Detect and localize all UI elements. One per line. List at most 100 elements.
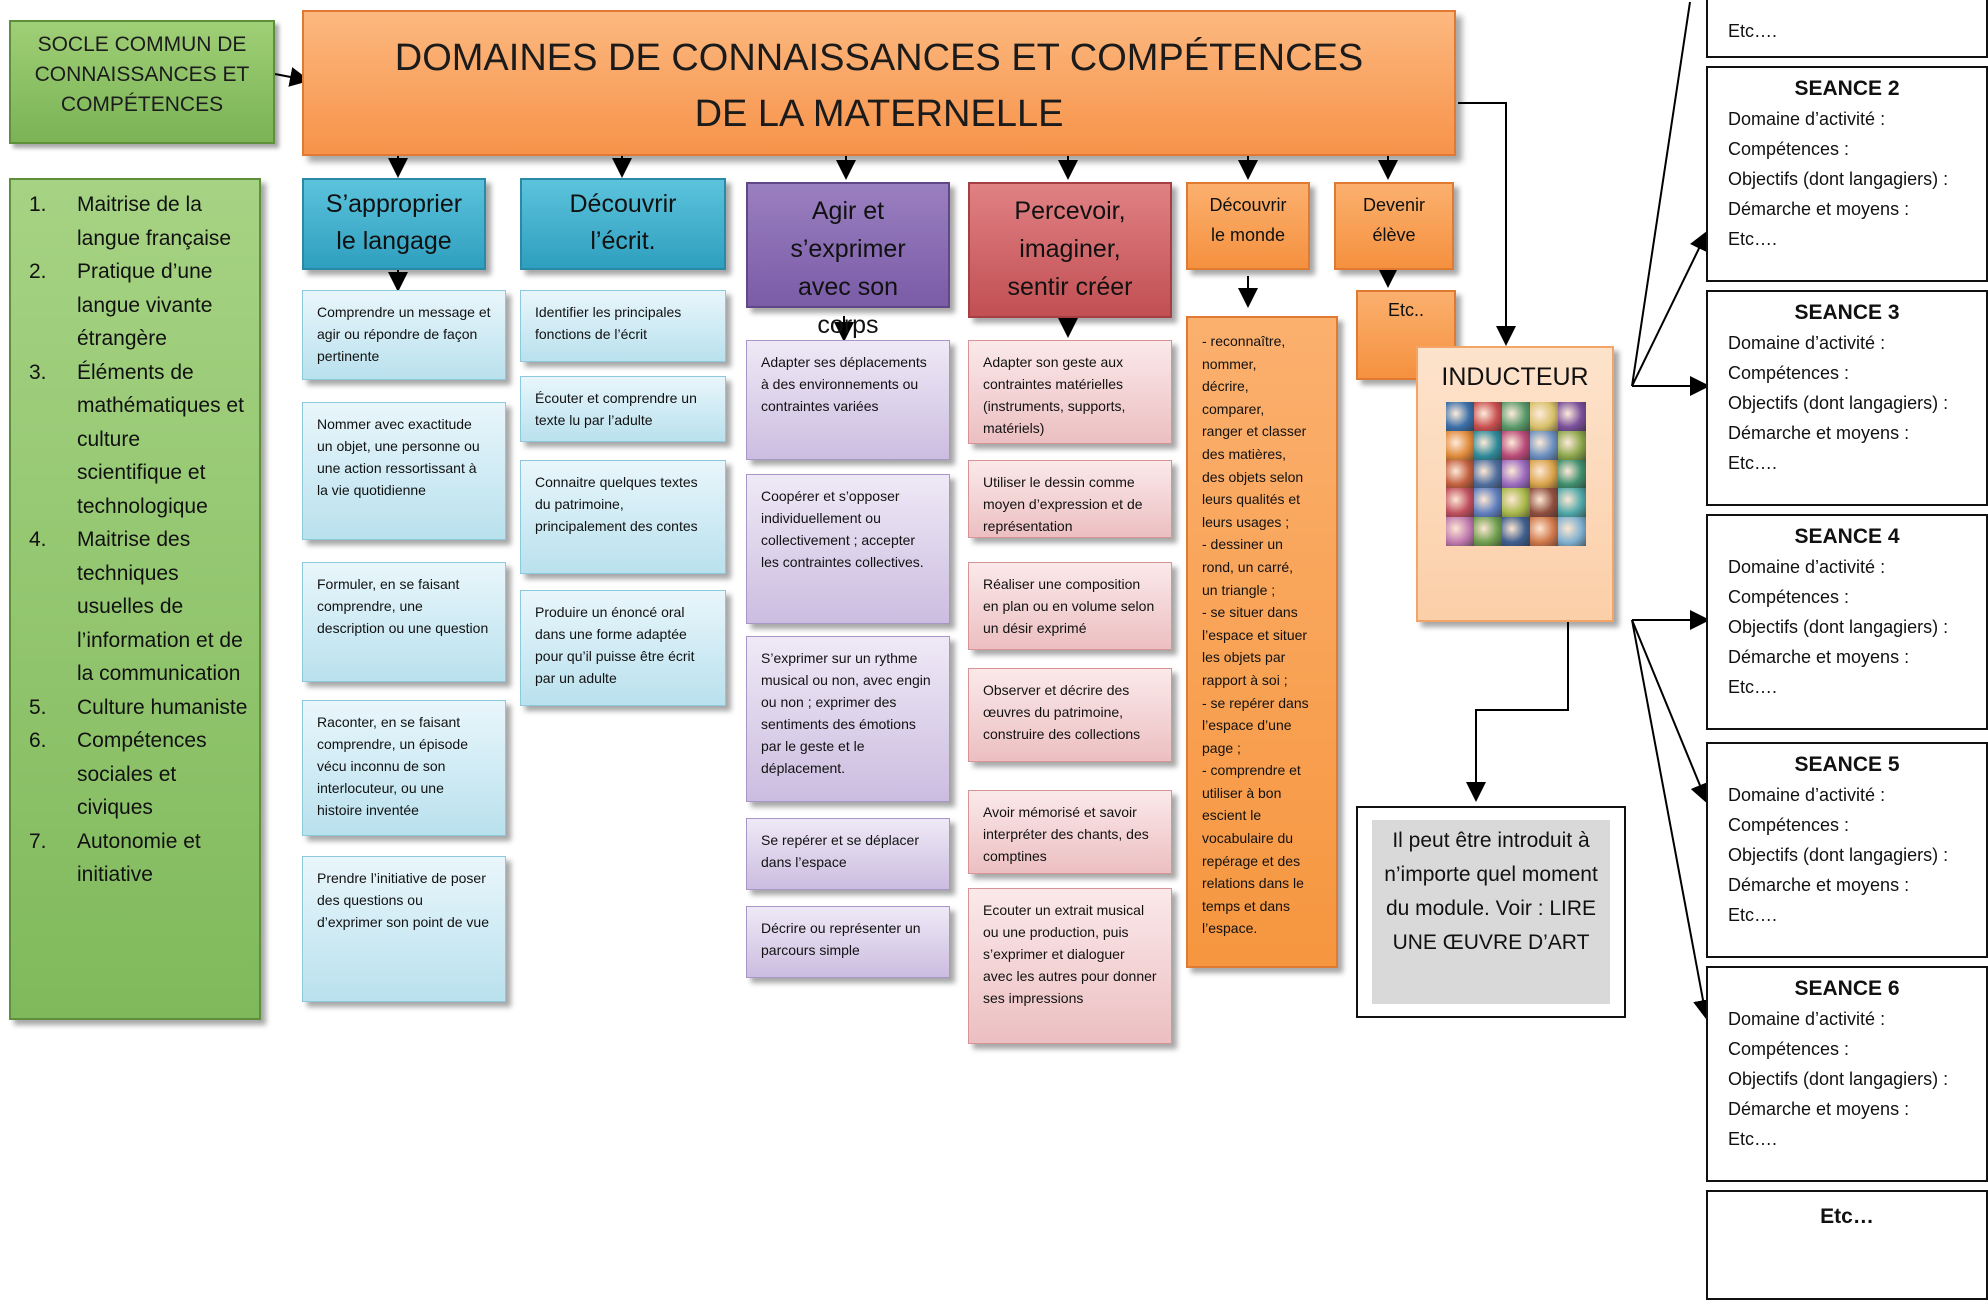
seance-field: Compétences : — [1728, 139, 1850, 159]
monde-line: escient le — [1202, 807, 1262, 824]
seance-5-box: SEANCE 5 Domaine d’activité : Compétence… — [1706, 742, 1988, 958]
seance-field: Compétences : — [1728, 1039, 1850, 1059]
ecrit-item: Connaitre quelques textes du patrimoine,… — [520, 460, 726, 574]
monde-line: des matières, — [1202, 445, 1287, 462]
monde-line: vocabulaire du — [1202, 830, 1294, 847]
monde-line: rond, un carré, — [1202, 558, 1294, 575]
header-line-2: DE LA MATERNELLE — [694, 93, 1064, 135]
ecrit-item: Produire un énoncé oral dans une forme a… — [520, 590, 726, 706]
corps-item: Adapter ses déplacements à des environne… — [746, 340, 950, 460]
seance-field: Objectifs (dont langagiers) : — [1728, 1069, 1949, 1089]
socle-item: 2. Pratique d’une langue vivante étrangèr… — [29, 255, 249, 356]
seance-2-box: SEANCE 2 Domaine d’activité : Compétence… — [1706, 66, 1988, 282]
seance-field: Etc…. — [1728, 21, 1778, 41]
percevoir-item: Utiliser le dessin comme moyen d’express… — [968, 460, 1172, 538]
socle-item-number: 6. — [29, 729, 47, 752]
socle-title: SOCLE COMMUN DE CONNAISSANCES ET COMPÉTE… — [34, 33, 250, 116]
seance-title: Etc… — [1820, 1205, 1874, 1228]
monde-line: des objets selon — [1202, 468, 1304, 485]
socle-item: 3.Éléments de mathématiques et culture s… — [29, 356, 249, 524]
domain-corps-title: Agir et s’exprimer avec son corps — [790, 197, 906, 339]
seance-4-box: SEANCE 4 Domaine d’activité : Compétence… — [1706, 514, 1988, 730]
seance-field: Compétences : — [1728, 587, 1850, 607]
socle-item: 6. Compétences sociales et civiques — [29, 724, 249, 825]
monde-line: l’espace. — [1202, 920, 1258, 937]
percevoir-item: Réaliser une composition en plan ou en v… — [968, 562, 1172, 650]
seance-field: Domaine d’activité : — [1728, 109, 1886, 129]
seance-field: Démarche et moyens : — [1728, 1099, 1910, 1119]
monde-line: - dessiner un — [1202, 536, 1283, 553]
inducteur-box: INDUCTEUR — [1416, 346, 1614, 622]
seance-title: SEANCE 2 — [1794, 77, 1900, 100]
seance-title: SEANCE 3 — [1794, 301, 1900, 324]
monde-line: utiliser à bon — [1202, 784, 1282, 801]
corps-item: Se repérer et se déplacer dans l’espace — [746, 818, 950, 890]
monde-lines: - reconnaître,nommer,décrire,comparer,ra… — [1202, 330, 1322, 940]
seance-field: Objectifs (dont langagiers) : — [1728, 845, 1949, 865]
percevoir-item: Avoir mémorisé et savoir interpréter des… — [968, 790, 1172, 874]
arrow-inducteur-to-note — [1466, 622, 1569, 802]
percevoir-item: Adapter son geste aux contraintes matéri… — [968, 340, 1172, 444]
monde-line: comparer, — [1202, 400, 1265, 417]
seance-6-box: SEANCE 6 Domaine d’activité : Compétence… — [1706, 966, 1988, 1182]
domain-langage-title: S’approprier le langage — [325, 190, 463, 255]
socle-item-number: 7. — [29, 829, 47, 853]
monde-line: ranger et classer — [1202, 423, 1307, 440]
socle-item-text: Maitrise de la langue française — [77, 193, 232, 250]
langage-item: Formuler, en se faisant comprendre, une … — [302, 562, 506, 682]
seance-field: Domaine d’activité : — [1728, 1009, 1886, 1029]
ecrit-item: Écouter et comprendre un texte lu par l’… — [520, 376, 726, 442]
socle-item-text: Compétences sociales et civiques — [77, 729, 207, 819]
monde-line: temps et dans — [1202, 897, 1290, 914]
monde-line: - se situer dans — [1202, 604, 1298, 621]
domain-percevoir-header: Percevoir, imaginer, sentir créer — [968, 182, 1172, 318]
monde-line: - comprendre et — [1202, 762, 1301, 779]
domain-eleve-title: Devenir élève — [1362, 195, 1426, 245]
socle-item-number: 5. — [29, 695, 47, 719]
domain-langage-header: S’approprier le langage — [302, 178, 486, 270]
note-text: Il peut être introduit à n’importe quel … — [1372, 820, 1610, 1004]
monde-line: décrire, — [1202, 378, 1249, 395]
percevoir-item: Observer et décrire des œuvres du patrim… — [968, 668, 1172, 762]
monde-items-box: - reconnaître,nommer,décrire,comparer,ra… — [1186, 316, 1338, 968]
socle-item: 4. Maitrise des techniques usuelles de l’… — [29, 523, 249, 691]
seance-field: Etc…. — [1728, 905, 1778, 925]
socle-item-text: Maitrise des techniques usuelles de l’in… — [77, 528, 243, 685]
seance-field: Etc…. — [1728, 453, 1778, 473]
artwork-image — [1446, 402, 1586, 546]
corps-item: Coopérer et s’opposer individuellement o… — [746, 474, 950, 624]
seance-field: Démarche et moyens : — [1728, 875, 1910, 895]
monde-line: un triangle ; — [1202, 581, 1276, 598]
monde-line: nommer, — [1202, 355, 1257, 372]
header-box: DOMAINES DE CONNAISSANCES ET COMPÉTENCES… — [302, 10, 1456, 156]
percevoir-item: Ecouter un extrait musical ou une produc… — [968, 888, 1172, 1044]
socle-item-text: Autonomie et initiative — [77, 829, 201, 887]
socle-item: 1.Maitrise de la langue française — [29, 188, 249, 255]
domain-corps-header: Agir et s’exprimer avec son corps — [746, 182, 950, 339]
domain-monde-header: Découvrir le monde — [1186, 182, 1310, 270]
seance-title: SEANCE 6 — [1794, 977, 1900, 1000]
corps-item: Décrire ou représenter un parcours simpl… — [746, 906, 950, 978]
corps-item: S’exprimer sur un rythme musical ou non,… — [746, 636, 950, 802]
domain-percevoir-title: Percevoir, imaginer, sentir créer — [1007, 197, 1133, 301]
monde-line: l’espace et situer — [1202, 626, 1308, 643]
socle-item-number: 2. — [29, 260, 47, 283]
header-line-1: DOMAINES DE CONNAISSANCES ET COMPÉTENCES — [394, 37, 1364, 79]
socle-list: 1.Maitrise de la langue française 2. Prati… — [29, 188, 249, 892]
monde-line: l’espace d’une — [1202, 717, 1292, 734]
seance-field: Domaine d’activité : — [1728, 557, 1886, 577]
socle-item: 7. Autonomie et initiative — [29, 825, 249, 892]
seance-etc-box: Etc… — [1706, 1190, 1988, 1300]
socle-item: 5.Culture humaniste — [29, 691, 249, 725]
domain-monde-title: Découvrir le monde — [1209, 195, 1287, 245]
domain-eleve-header: Devenir élève — [1334, 182, 1454, 270]
langage-item: Raconter, en se faisant comprendre, un é… — [302, 700, 506, 836]
domain-ecrit-title: Découvrir l’écrit. — [569, 190, 677, 255]
socle-item-number: 4. — [29, 528, 47, 551]
seance-field: Démarche et moyens : — [1728, 647, 1910, 667]
langage-item: Prendre l’initiative de poser des questi… — [302, 856, 506, 1002]
seance-field: Domaine d’activité : — [1728, 785, 1886, 805]
seance-field: Compétences : — [1728, 815, 1850, 835]
socle-item-text: Éléments de mathématiques et culture sci… — [77, 360, 244, 518]
socle-item-text: Pratique d’une langue vivante étrangère — [77, 260, 213, 350]
